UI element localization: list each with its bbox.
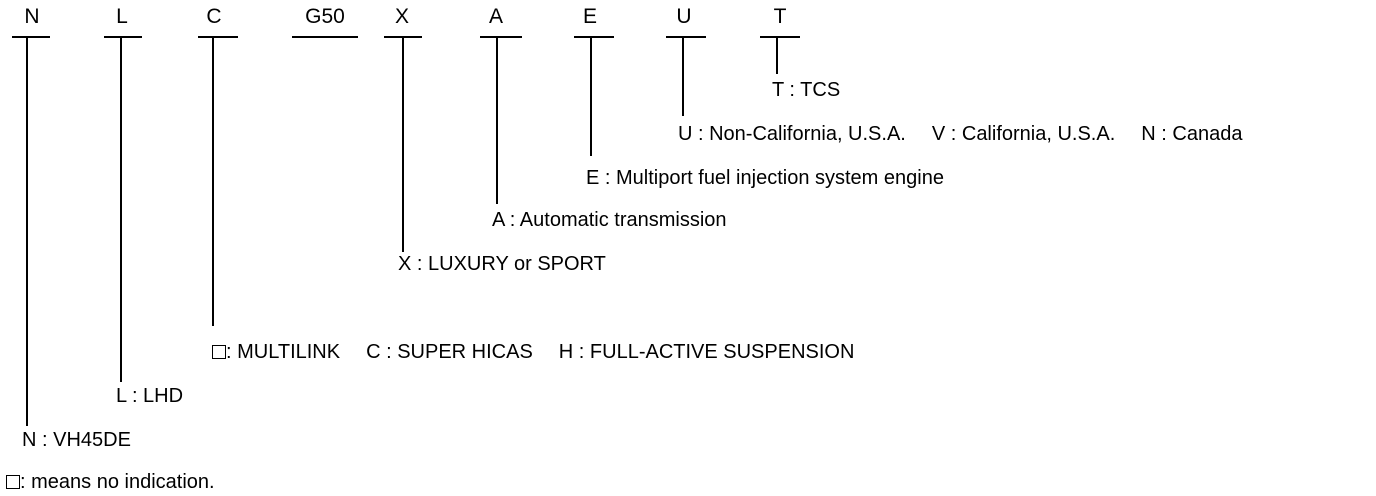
underline-x [384, 36, 422, 38]
underline-c [198, 36, 238, 38]
label-e-engine: E : Multiport fuel injection system engi… [586, 167, 944, 189]
connector-n [26, 38, 28, 426]
label-t-tcs: T : TCS [772, 79, 841, 101]
underline-g50 [292, 36, 358, 38]
code-n: N [24, 5, 40, 28]
code-u: U [676, 5, 692, 28]
connector-x [402, 38, 404, 252]
code-c: C [206, 5, 222, 28]
label-multilink: : MULTILINK [226, 341, 341, 363]
connector-t [776, 38, 778, 74]
empty-box-symbol-footnote [6, 475, 20, 489]
underline-l [104, 36, 142, 38]
label-a-transmission: A : Automatic transmission [492, 209, 727, 231]
label-u-region: U : Non-California, U.S.A. V : California… [678, 122, 1242, 146]
code-a: A [488, 5, 503, 28]
connector-c [212, 38, 214, 326]
label-n-engine: N : VH45DE [22, 429, 131, 451]
label-n-canada: N : Canada [1141, 123, 1243, 145]
label-u-non-california: U : Non-California, U.S.A. [678, 123, 906, 145]
label-c-suspension: : MULTILINK C : SUPER HICAS H : FULL-ACTIV… [212, 340, 854, 364]
footnote-text: : means no indication. [20, 471, 215, 493]
underline-t [760, 36, 800, 38]
code-g50: G50 [305, 5, 345, 28]
underline-e [574, 36, 614, 38]
code-t: T [773, 5, 787, 28]
label-x-grade: X : LUXURY or SPORT [398, 253, 606, 275]
underline-n [12, 36, 50, 38]
underline-a [480, 36, 522, 38]
code-e: E [582, 5, 597, 28]
connector-l [120, 38, 122, 382]
connector-e [590, 38, 592, 156]
label-c-super-hicas: C : SUPER HICAS [366, 341, 533, 363]
label-h-full-active: H : FULL-ACTIVE SUSPENSION [558, 341, 855, 363]
footnote: : means no indication. [6, 470, 215, 494]
underline-u [666, 36, 706, 38]
label-v-california: V : California, U.S.A. [931, 123, 1116, 145]
label-l-lhd: L : LHD [116, 385, 184, 407]
connector-u [682, 38, 684, 116]
empty-box-symbol [212, 345, 226, 359]
code-l: L [116, 5, 128, 28]
code-x: X [394, 5, 409, 28]
connector-a [496, 38, 498, 204]
